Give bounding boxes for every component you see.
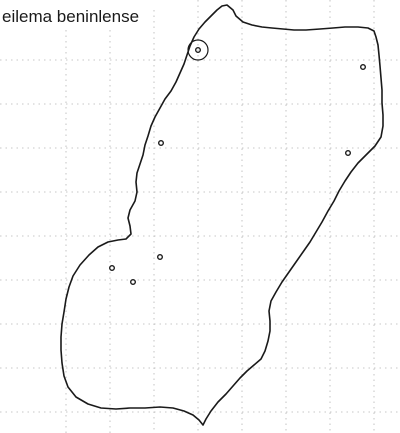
record-marker bbox=[157, 139, 164, 146]
map-title: eilema beninlense bbox=[2, 7, 140, 26]
record-marker bbox=[108, 265, 115, 272]
record-marker bbox=[360, 63, 367, 70]
country-outline bbox=[60, 4, 384, 426]
record-marker bbox=[194, 47, 201, 54]
record-marker bbox=[129, 279, 136, 286]
highlight-ring bbox=[187, 39, 209, 61]
record-marker bbox=[345, 149, 352, 156]
occurrence-markers bbox=[108, 39, 367, 286]
record-marker bbox=[156, 253, 163, 260]
